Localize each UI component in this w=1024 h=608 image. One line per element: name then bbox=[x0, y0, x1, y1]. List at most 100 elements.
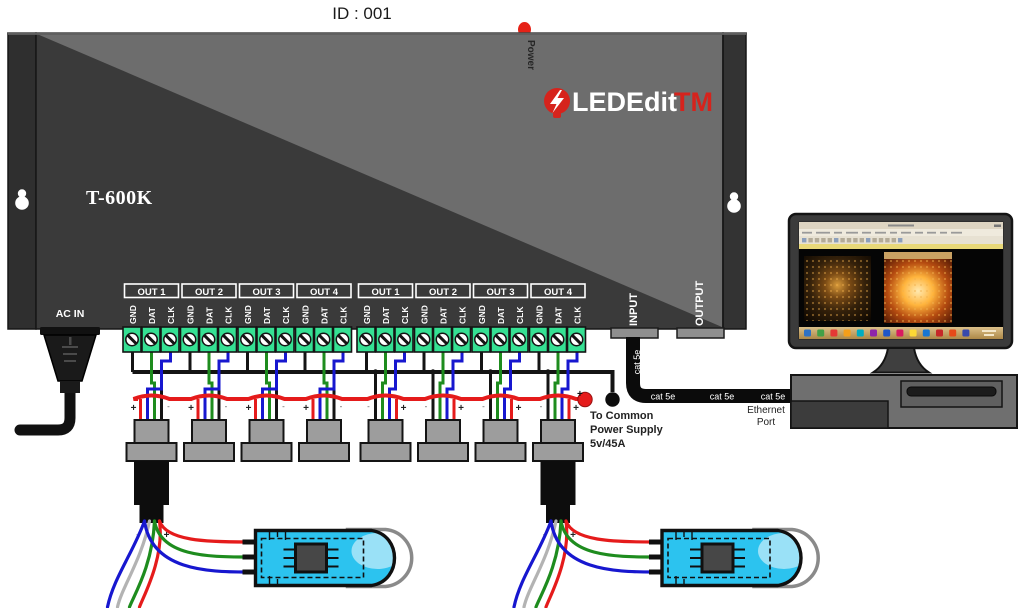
led-pin bbox=[649, 569, 662, 575]
cat5e-cable bbox=[626, 337, 791, 403]
terminal-screw-slot bbox=[145, 334, 157, 345]
terminal-screw-slot bbox=[299, 334, 310, 345]
output-label-box bbox=[357, 283, 414, 299]
connector-plug-base bbox=[359, 442, 412, 462]
app-timeline-strip bbox=[799, 244, 1003, 249]
toolbar-button-icon bbox=[885, 238, 890, 243]
wire-dat bbox=[322, 352, 329, 420]
toolbar-button-icon bbox=[872, 238, 877, 243]
pin-label: DAT bbox=[439, 306, 449, 324]
strip-wire bbox=[549, 519, 656, 574]
taskbar-icon bbox=[804, 329, 811, 337]
preview-window-titlebar bbox=[884, 252, 952, 259]
connector-plug-base bbox=[417, 442, 469, 462]
psu-plus-marker: + bbox=[577, 389, 583, 400]
wire-dat bbox=[553, 352, 560, 420]
led-pattern-preview-left bbox=[804, 256, 871, 321]
terminal-screw-slot bbox=[222, 334, 233, 345]
ground-bus-wire bbox=[132, 370, 615, 392]
toolbar-button-icon bbox=[827, 238, 832, 243]
psu-note: To Common Power Supply 5v/45A bbox=[590, 410, 664, 450]
connector-plug-base bbox=[183, 442, 235, 462]
pc-front-panel bbox=[790, 400, 889, 429]
polarity-plus: + bbox=[303, 403, 309, 414]
polarity-minus: - bbox=[540, 402, 543, 411]
taskbar-icon bbox=[962, 329, 970, 337]
pin-label: GND bbox=[535, 305, 545, 324]
pin-label: CLK bbox=[515, 306, 525, 324]
taskbar-icon bbox=[909, 329, 917, 337]
connector-plug-top bbox=[367, 419, 404, 444]
polarity-minus: - bbox=[225, 402, 228, 411]
pin-label: DAT bbox=[496, 306, 506, 324]
led-inner-outline bbox=[260, 537, 365, 579]
toolbar-button-icon bbox=[859, 238, 864, 243]
polarity-plus: + bbox=[573, 403, 579, 414]
computer bbox=[787, 212, 1018, 429]
toolbar-button-icon bbox=[898, 238, 903, 243]
terminal-screw-slot bbox=[533, 334, 544, 345]
psu-note-line3: 5v/45A bbox=[590, 438, 626, 450]
connector-plug-top bbox=[191, 419, 227, 444]
connector-plug-base bbox=[474, 442, 527, 462]
output-label-box bbox=[472, 283, 529, 299]
led-pin bbox=[242, 569, 256, 575]
terminal-screw-slot bbox=[360, 334, 372, 345]
connector-plug-base bbox=[298, 442, 350, 462]
connector-plug-top bbox=[133, 419, 170, 444]
logo-tm: TM bbox=[674, 87, 713, 117]
strip-wire bbox=[127, 519, 157, 608]
terminal-screw-slot bbox=[318, 334, 329, 345]
wire-dat bbox=[150, 352, 156, 420]
toolbar-button-icon bbox=[866, 238, 871, 243]
output-label-box bbox=[530, 283, 586, 299]
strip-wire bbox=[142, 519, 250, 574]
wire-junction bbox=[545, 369, 551, 375]
ac-plug bbox=[14, 327, 100, 436]
strip-wire bbox=[512, 519, 553, 608]
toolbar-button-icon bbox=[853, 238, 858, 243]
input-port bbox=[610, 327, 659, 339]
terminal-screw-slot bbox=[398, 334, 410, 345]
wire-dat bbox=[381, 352, 387, 420]
wire-dat bbox=[265, 352, 271, 420]
strip-wire bbox=[137, 519, 162, 608]
menu-text-dash bbox=[940, 231, 947, 234]
controller-chassis bbox=[7, 32, 747, 330]
toolbar-button-icon bbox=[808, 238, 813, 243]
power-bus-wire bbox=[132, 393, 578, 401]
toolbar-button-icon bbox=[814, 238, 820, 243]
pin-label: GND bbox=[477, 305, 487, 324]
pin-label: CLK bbox=[573, 306, 583, 324]
led-pin bbox=[649, 539, 662, 545]
cat5e-label-1: cat 5e bbox=[651, 392, 676, 402]
polarity-plus: + bbox=[164, 530, 170, 541]
output-label: OUT 4 bbox=[310, 287, 339, 298]
led-traces bbox=[268, 531, 287, 585]
terminal-screw-slot bbox=[126, 334, 138, 345]
menu-text-dash bbox=[901, 231, 911, 234]
output-label: OUT 3 bbox=[253, 287, 281, 298]
output-label-box bbox=[123, 283, 180, 299]
ethernet-port-label-line1: Ethernet bbox=[747, 405, 785, 416]
taskbar-clock bbox=[982, 330, 996, 336]
logo-bulb-base bbox=[553, 112, 561, 118]
pin-label: GND bbox=[186, 305, 196, 324]
output-label: OUT 1 bbox=[138, 287, 167, 298]
terminal-screw-slot bbox=[456, 334, 467, 345]
strip-wire bbox=[105, 519, 147, 608]
mounting-keyhole-left bbox=[15, 189, 29, 210]
strip-cable-neck bbox=[139, 503, 164, 523]
menu-text-dash bbox=[834, 231, 842, 234]
toolbar-button-icon bbox=[834, 238, 839, 243]
pin-label: DAT bbox=[262, 306, 272, 324]
polarity-minus: - bbox=[167, 402, 170, 411]
polarity-plus: + bbox=[246, 403, 252, 414]
ac-in-label: AC IN bbox=[56, 308, 85, 320]
pin-label: DAT bbox=[147, 306, 157, 324]
led-inner-outline bbox=[667, 537, 771, 579]
polarity-plus: + bbox=[131, 403, 137, 414]
toolbar-button-icon bbox=[802, 238, 807, 243]
terminal-screw-slot bbox=[337, 334, 348, 345]
polarity-plus: + bbox=[570, 530, 576, 541]
